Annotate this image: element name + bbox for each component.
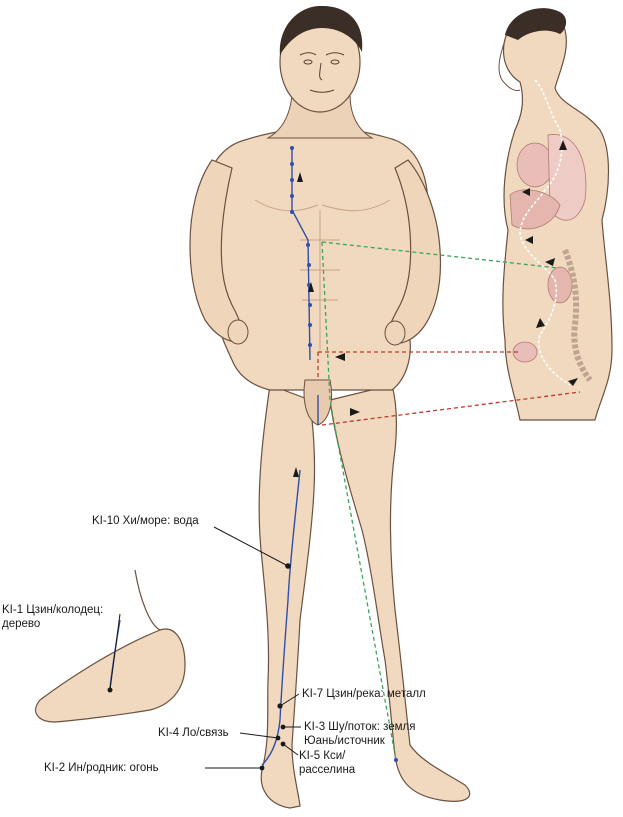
arrow-icon — [293, 467, 299, 477]
spine — [562, 248, 593, 382]
ki3-label-line2: Юань/источник — [304, 735, 385, 747]
ki4-leader — [239, 732, 279, 739]
torso — [204, 127, 429, 391]
left-eyebrow — [299, 52, 317, 56]
pec-line — [321, 199, 391, 212]
arrow-icon — [308, 282, 314, 292]
acupoint — [290, 162, 294, 166]
connection-lines — [317, 241, 581, 761]
acupoint — [308, 343, 312, 347]
acupoint — [290, 178, 294, 182]
arrow-icon — [545, 258, 555, 266]
kidney-meridian — [259, 146, 319, 771]
acupoint — [290, 210, 294, 214]
leader-lines — [109, 526, 301, 769]
ki10-label: KI-10 Хи/море: вода — [92, 515, 199, 527]
bladder-organ — [512, 341, 538, 363]
arrow-icon — [525, 236, 533, 244]
ki5-label-line1: KI-5 Кси/ — [299, 750, 346, 762]
foot-sole — [35, 628, 186, 723]
meridian-points — [290, 146, 312, 347]
meridian-arrows — [293, 172, 314, 477]
acupoint — [308, 303, 312, 307]
ankle-end-point — [394, 758, 398, 762]
acupoint — [290, 194, 294, 198]
kidney-organ — [547, 266, 573, 304]
right-eye — [330, 59, 340, 65]
front-figure — [189, 5, 471, 809]
arrow-icon — [568, 378, 578, 386]
acupoint — [308, 323, 312, 327]
ki1-label-line1: KI-1 Цзин/колодец: — [2, 604, 104, 616]
arrow-icon — [297, 172, 303, 182]
acupoint — [290, 146, 294, 150]
ki5-label-line2: расселина — [299, 764, 356, 776]
torso-shading — [254, 199, 391, 350]
ki7-label: KI-7 Цзин/река: металл — [302, 688, 426, 700]
ki1-label-line2: дерево — [2, 618, 41, 630]
acupoint — [307, 263, 311, 267]
ki5-leader — [282, 743, 299, 756]
right-leg — [258, 384, 316, 809]
arrow-icon — [559, 140, 567, 150]
foot-ankle — [134, 569, 161, 631]
green-connector — [321, 241, 559, 269]
side-head-hair — [505, 8, 567, 40]
neck — [266, 94, 374, 139]
arrow-icon — [536, 318, 545, 328]
right-eyebrow — [325, 52, 345, 56]
heart-organ — [516, 142, 554, 188]
red-connector — [321, 391, 581, 426]
ki7-leader — [279, 693, 300, 707]
acupoint — [306, 243, 310, 247]
hair — [279, 5, 363, 55]
nose — [319, 62, 323, 81]
left-eye — [303, 59, 313, 65]
side-view-torso — [498, 8, 613, 421]
arrow-icon — [522, 188, 530, 196]
left-hand — [384, 320, 406, 346]
arrow-icon — [335, 353, 345, 361]
internal-organs — [509, 134, 593, 382]
internal-pathway — [519, 79, 571, 386]
ki1-leader — [109, 613, 121, 691]
named-points — [259, 563, 291, 771]
liver-organ — [509, 189, 561, 230]
right-hand — [227, 319, 249, 345]
face-details — [299, 52, 345, 93]
ki10-leader — [213, 526, 289, 567]
ki4-label: KI-4 Ло/связь — [158, 727, 229, 739]
side-face — [498, 39, 521, 91]
ki3-label-line1: KI-3 Шу/поток: земля — [304, 721, 416, 733]
internal-arrows — [522, 140, 578, 386]
mouth — [309, 89, 335, 93]
pec-line — [254, 199, 319, 212]
left-leg — [329, 384, 471, 802]
connector-arrows — [335, 353, 360, 416]
foot-inset — [35, 569, 186, 723]
ki2-label: KI-2 Ин/родник: огонь — [44, 762, 159, 774]
lungs-organ — [547, 134, 587, 221]
green-connector — [321, 241, 397, 761]
arrow-icon — [350, 408, 360, 416]
